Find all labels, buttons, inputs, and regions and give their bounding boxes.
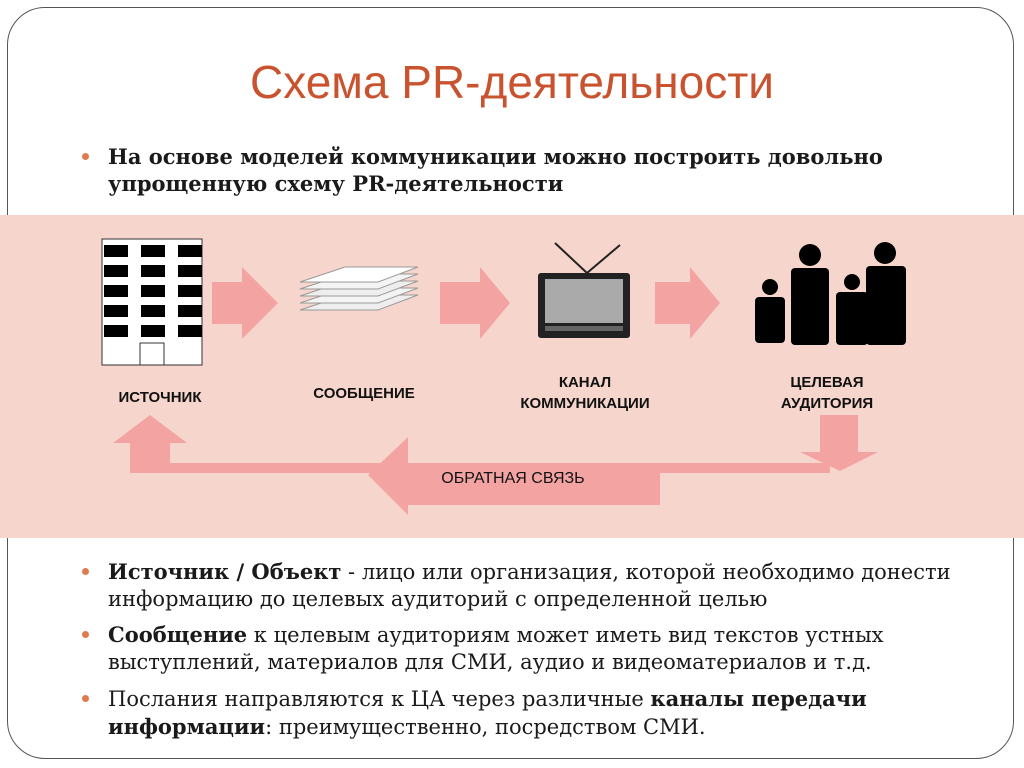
papers-icon xyxy=(299,266,419,311)
bullet-text: Послания направляются к ЦА через различн… xyxy=(108,687,651,711)
arrow-right-3 xyxy=(655,267,720,339)
building-window xyxy=(104,265,128,277)
building-window xyxy=(104,305,128,317)
bullet-bold: Сообщение xyxy=(108,622,248,647)
bullet-text: к целевым аудиториям может иметь вид тек… xyxy=(108,623,884,674)
bullet-text: - лицо или организация, которой необходи… xyxy=(108,560,951,611)
bullet-bold: Источник / Объект xyxy=(108,559,342,584)
building-window xyxy=(141,325,165,337)
label-feedback: ОБРАТНАЯ СВЯЗЬ xyxy=(441,470,584,487)
label-audience-2: АУДИТОРИЯ xyxy=(781,395,873,412)
building-window xyxy=(104,285,128,297)
slide-title: Схема PR-деятельности xyxy=(250,56,774,108)
tv-icon xyxy=(538,242,630,338)
bullet-text: : преимущественно, посредством СМИ. xyxy=(265,715,706,739)
building-window xyxy=(141,305,165,317)
label-channel-2: КОММУНИКАЦИИ xyxy=(520,395,649,412)
intro-bullet: На основе моделей коммуникации можно пос… xyxy=(82,143,998,197)
building-window xyxy=(178,265,202,277)
building-window xyxy=(178,285,202,297)
bullet-source: Источник / Объект - лицо или организация… xyxy=(82,558,998,613)
label-audience-1: ЦЕЛЕВАЯ xyxy=(790,374,863,391)
label-source: ИСТОЧНИК xyxy=(118,389,202,406)
building-window xyxy=(178,245,202,257)
arrow-right-1 xyxy=(212,267,278,339)
bullet-bold: каналы передачи информации xyxy=(108,686,867,739)
building-window xyxy=(141,245,165,257)
building-window xyxy=(178,325,202,337)
building-window xyxy=(104,325,128,337)
label-message: СООБЩЕНИЕ xyxy=(313,385,414,402)
people-icon xyxy=(755,242,906,345)
bullet-message: Сообщение к целевым аудиториям может име… xyxy=(82,621,998,676)
building-window xyxy=(141,265,165,277)
building-window xyxy=(178,305,202,317)
feedback-arrows xyxy=(113,415,878,515)
building-window xyxy=(104,245,128,257)
label-channel-1: КАНАЛ xyxy=(559,374,611,391)
bullet-channels: Послания направляются к ЦА через различн… xyxy=(82,685,998,741)
building-window xyxy=(141,285,165,297)
building-icon xyxy=(101,238,203,366)
pr-diagram: ИСТОЧНИК СООБЩЕНИЕ КАНАЛ КОММУНИКАЦИИ ЦЕ… xyxy=(101,238,906,515)
arrow-right-2 xyxy=(440,267,510,339)
